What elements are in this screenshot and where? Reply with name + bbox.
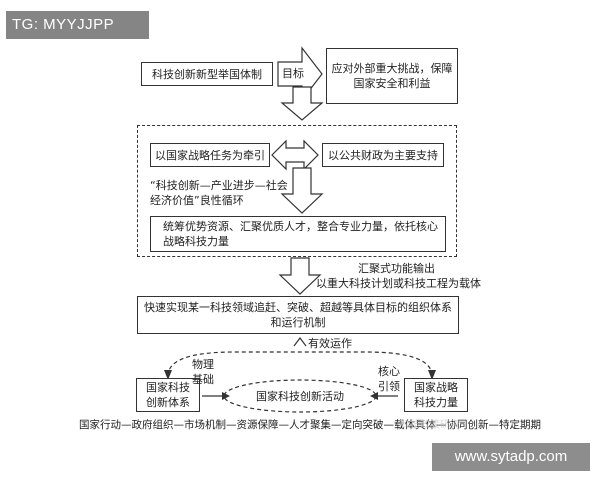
gather-note-2: 以重大科技计划或科技工程为载体 (316, 277, 481, 290)
down-arrow-top (280, 86, 324, 121)
integrate-box: 统筹优势资源、汇聚优质人才，整合专业力量，依托核心战略科技力量 (150, 216, 446, 252)
strategic-force-box: 国家战略科技力量 (404, 378, 468, 412)
site-watermark: www.sytadp.com (432, 443, 590, 471)
core-dashed-frame (137, 125, 457, 257)
up-caret (293, 337, 307, 347)
innovation-system-box: 国家科技创新体系 (136, 378, 200, 412)
caption: 国家行动—政府组织—市场机制—资源保障—人才聚集—定向突破—载体具体—协同创新—… (79, 419, 541, 431)
effective-curve (167, 351, 433, 377)
down-arrow-bottom (278, 257, 322, 295)
new-system-box: 科技创新新型举国体制 (141, 62, 273, 86)
channel-tag: TG: MYYJJPP (6, 11, 149, 39)
mission-box: 以国家战略任务为牵引 (150, 143, 270, 167)
physical-basis-label: 物理基础 (192, 358, 214, 386)
faint-watermark: 科技政策研究 (400, 420, 460, 431)
core-lead-label: 核心引领 (378, 365, 400, 393)
system-box: 快速实现某一科技领域追赶、突破、超越等具体目标的组织体系和运行机制 (137, 296, 459, 334)
double-arrow (271, 139, 319, 171)
innovation-activity-label: 国家科技创新活动 (256, 390, 344, 403)
cycle-note: “科技创新—产业进步—社会经济价值”良性循环 (150, 179, 288, 207)
gather-note-1: 汇聚式功能输出 (358, 262, 435, 275)
goal-box: 应对外部重大挑战，保障国家安全和利益 (326, 48, 458, 104)
effective-label: 有效运作 (308, 337, 352, 350)
down-arrow-middle (280, 167, 324, 214)
goal-label: 目标 (282, 67, 304, 80)
curve-arrowhead-left (164, 370, 172, 380)
finance-box: 以公共财政为主要支持 (322, 143, 444, 167)
curve-arrowhead-right (428, 370, 436, 380)
